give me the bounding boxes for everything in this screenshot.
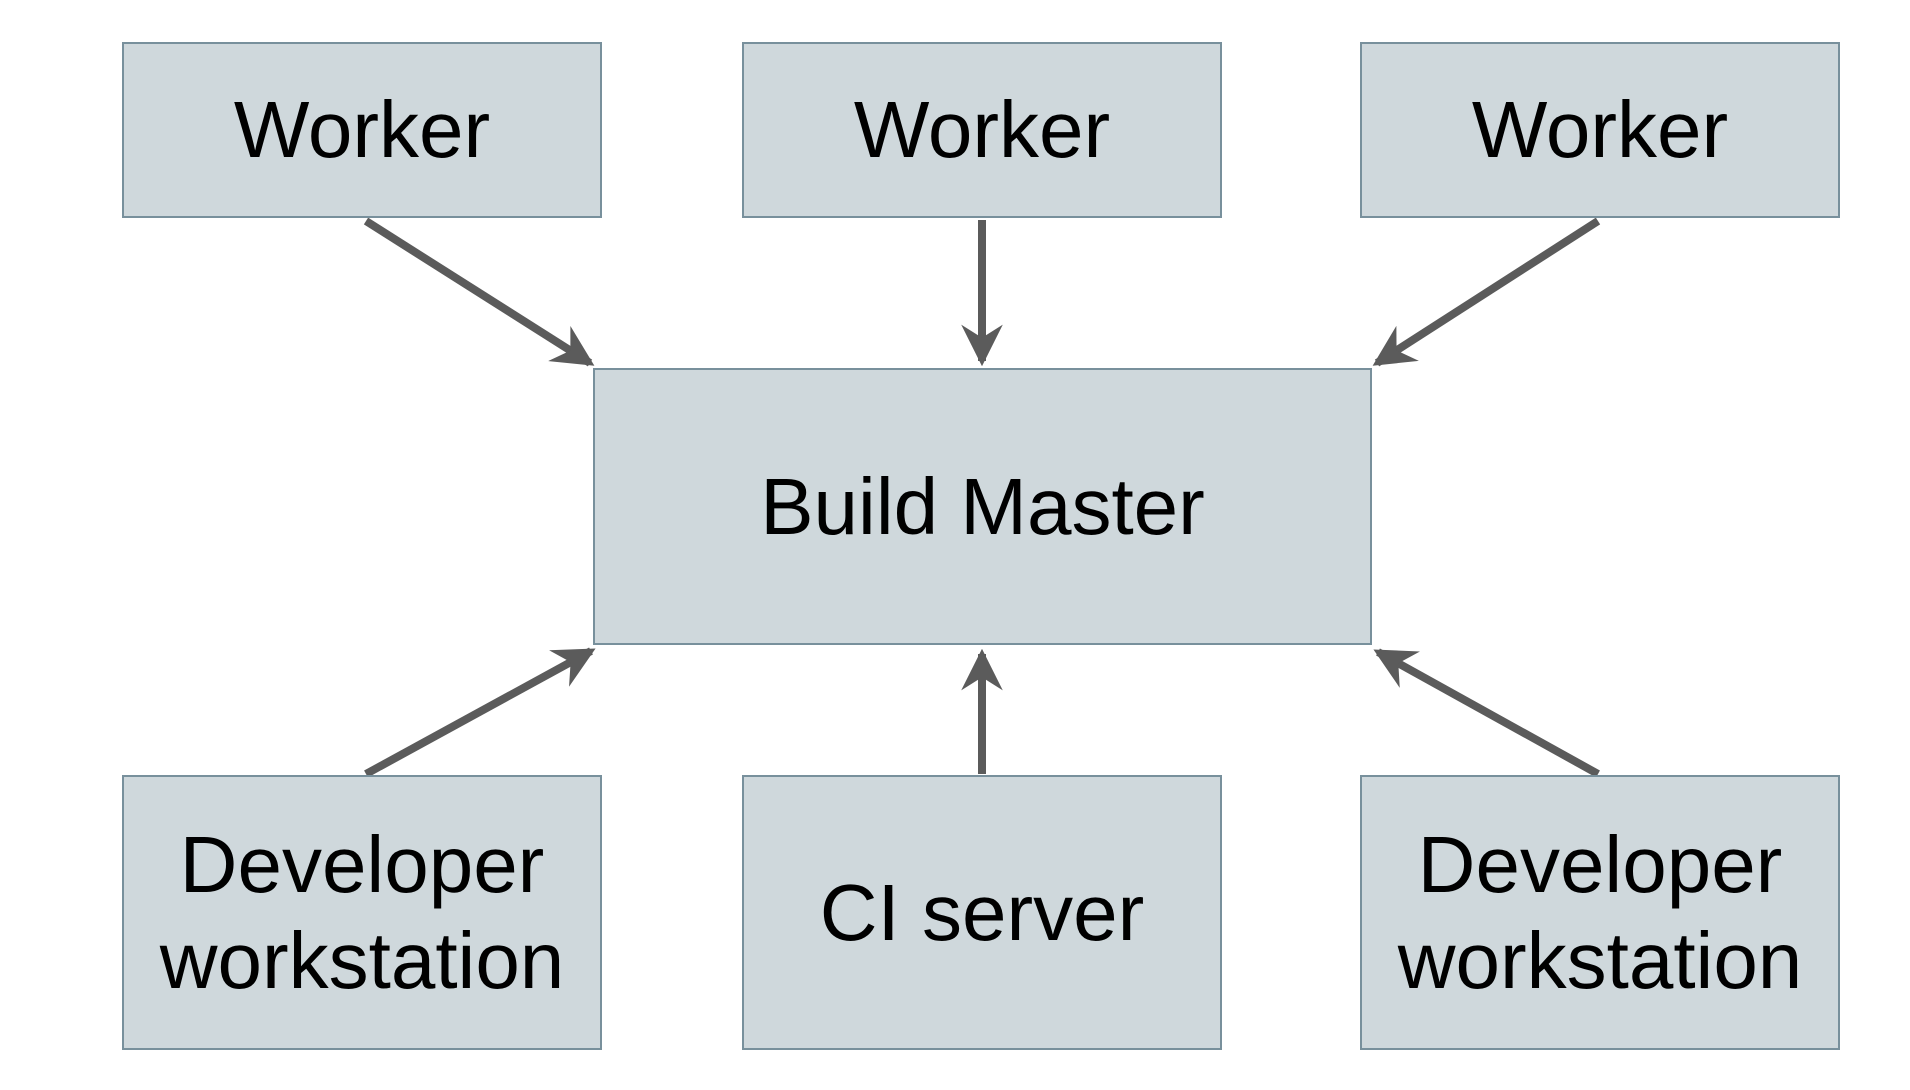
node-build-master: Build Master <box>593 368 1372 645</box>
node-worker-3: Worker <box>1360 42 1840 218</box>
node-developer-workstation-left: Developer workstation <box>122 775 602 1050</box>
arrow-worker-3-to-build-master <box>1372 217 1601 367</box>
node-developer-workstation-right-label: Developer workstation <box>1397 819 1803 1005</box>
node-worker-2: Worker <box>742 42 1222 218</box>
node-ci-server-label: CI server <box>819 867 1145 957</box>
arrow-worker-1-to-build-master <box>363 217 595 367</box>
node-worker-3-label: Worker <box>1471 85 1729 174</box>
arrow-developer-workstation-right-to-build-master <box>1373 648 1600 778</box>
node-ci-server: CI server <box>742 775 1222 1050</box>
node-worker-1-label: Worker <box>233 85 491 174</box>
node-developer-workstation-right: Developer workstation <box>1360 775 1840 1050</box>
arrow-developer-workstation-left-to-build-master <box>364 647 596 778</box>
node-developer-workstation-left-label: Developer workstation <box>159 819 565 1005</box>
node-worker-2-label: Worker <box>853 85 1111 174</box>
node-build-master-label: Build Master <box>760 461 1205 551</box>
node-worker-1: Worker <box>122 42 602 218</box>
